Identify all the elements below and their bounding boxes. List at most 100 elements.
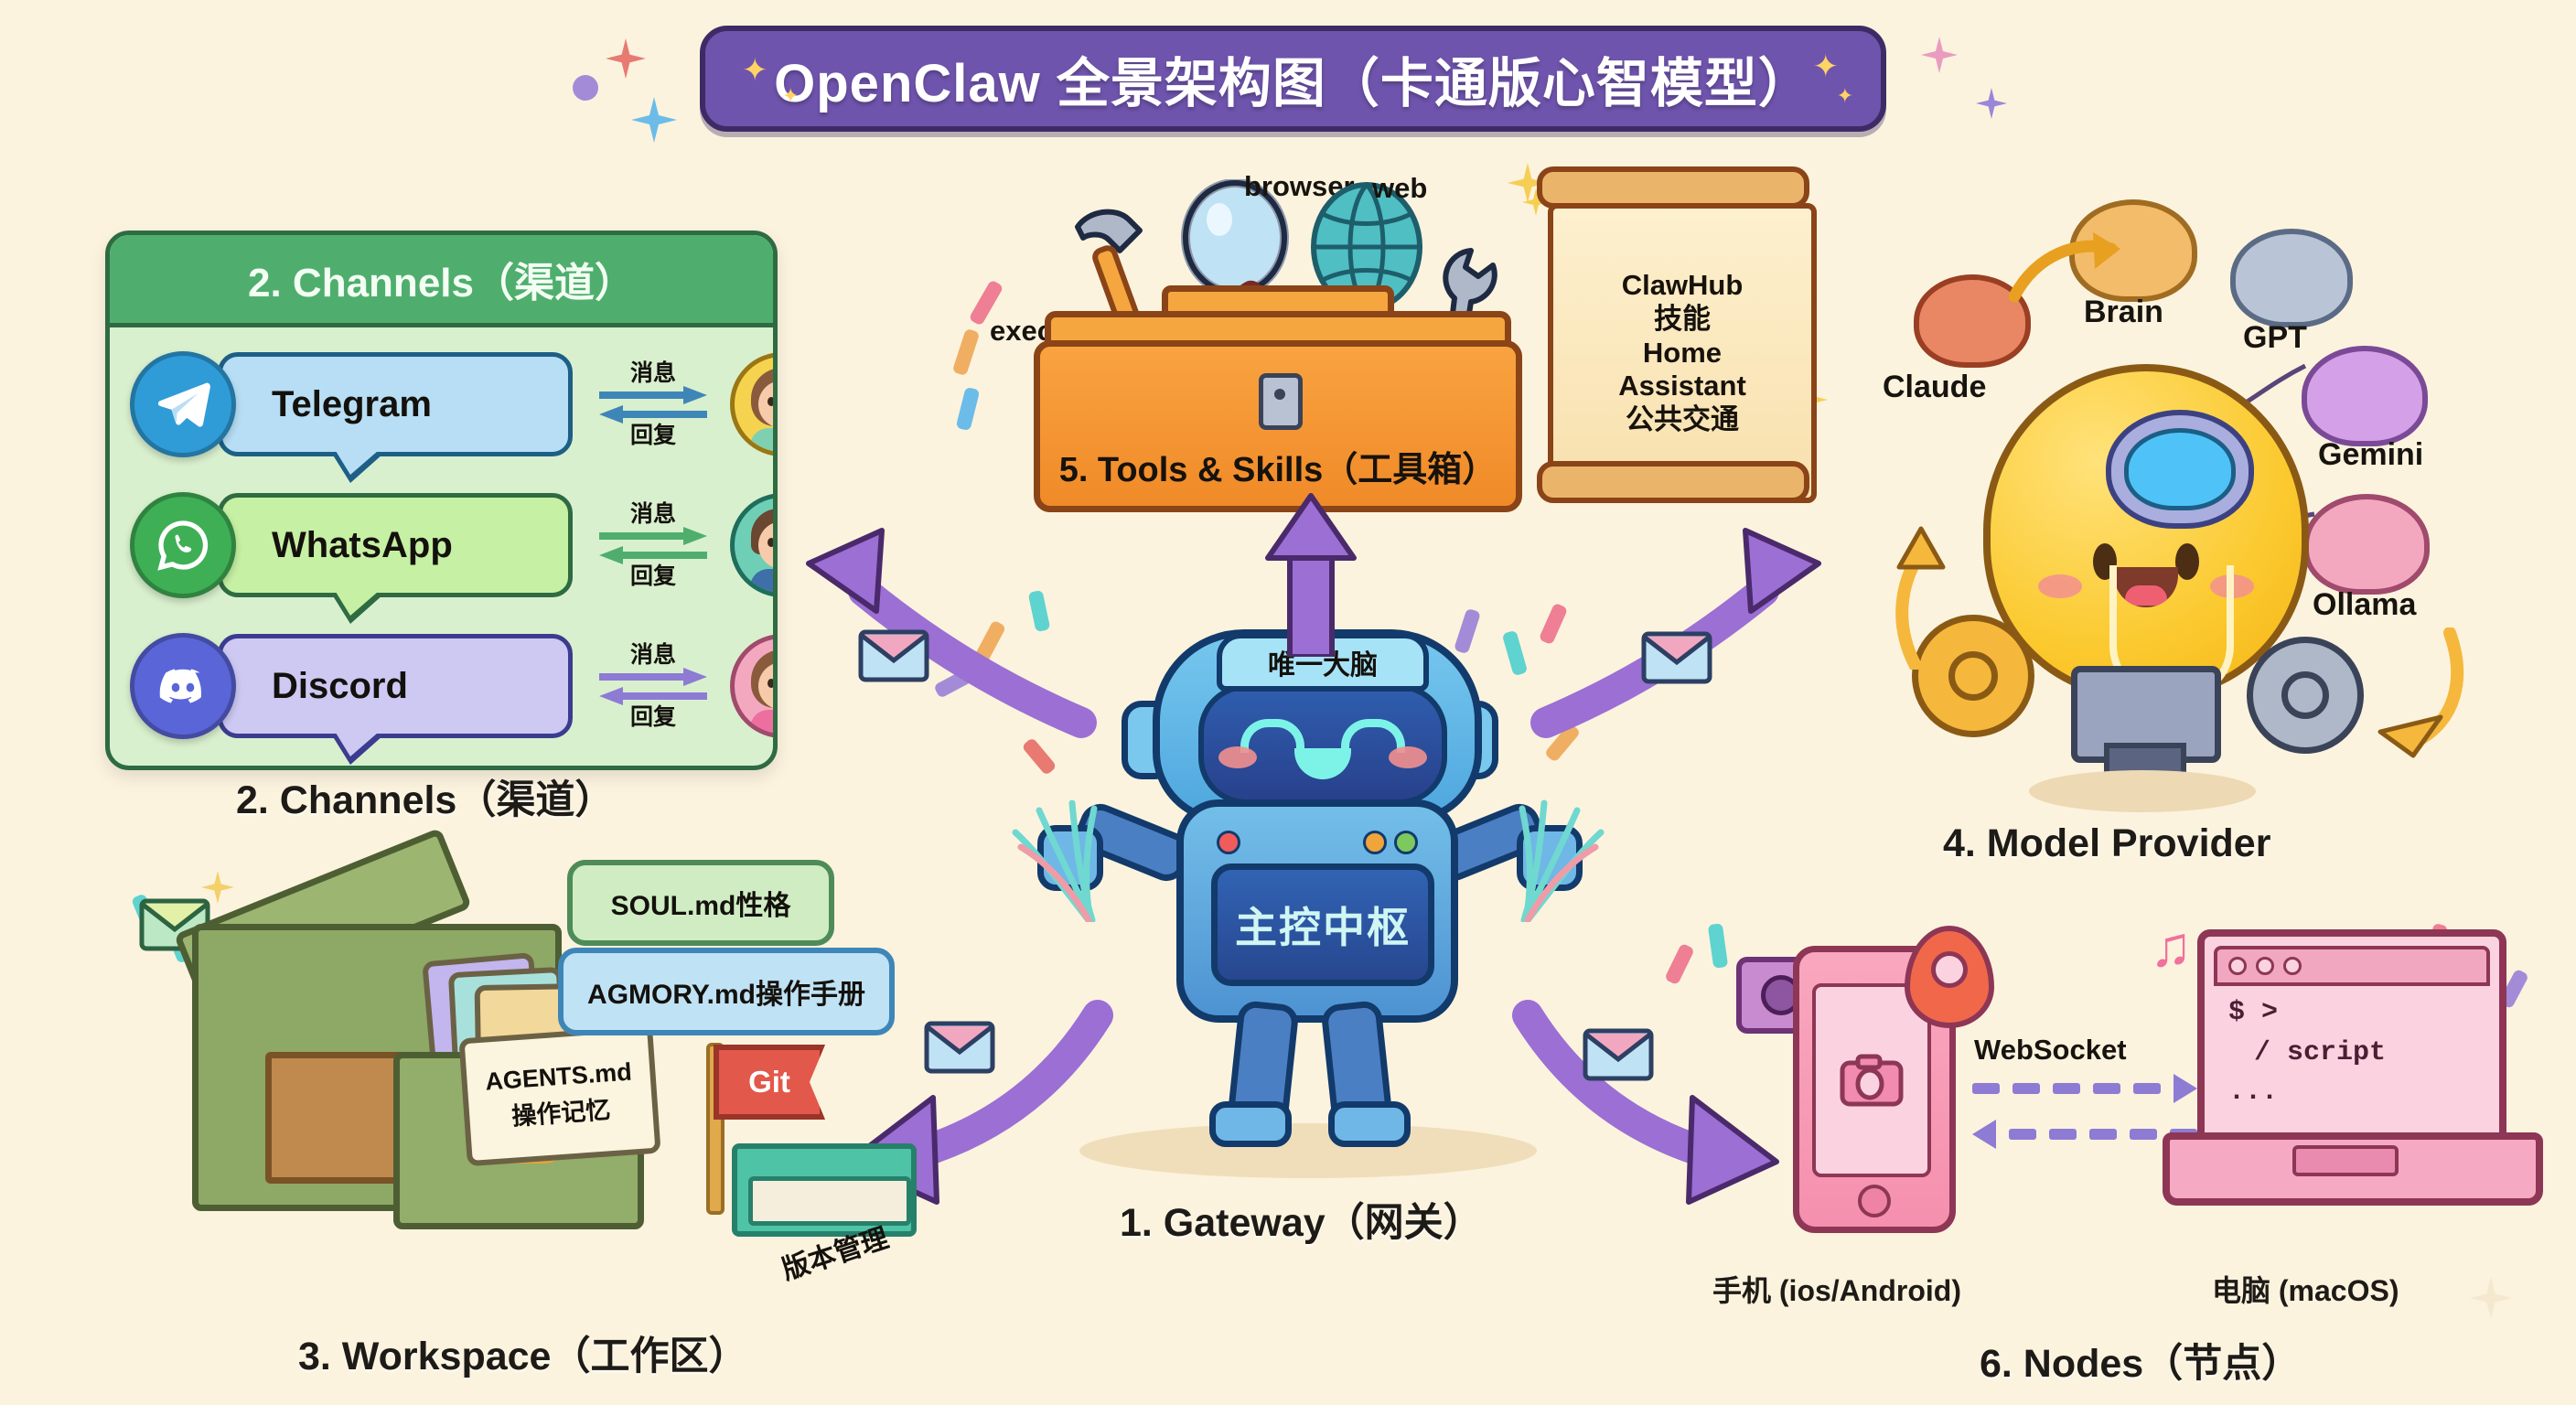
channel-name-telegram: Telegram	[272, 383, 432, 424]
channel-send-label-discord: 消息	[629, 642, 676, 669]
agmory-bubble-label: AGMORY.md操作手册	[587, 980, 865, 1010]
robot-led-green	[1394, 831, 1418, 854]
robot-foot-left	[1209, 1101, 1292, 1147]
music-note-icon: ♫	[2150, 916, 2193, 979]
star-decor-violet	[1976, 88, 2007, 119]
channel-arrows-whatsapp: 消息 回复	[595, 502, 712, 588]
star-decor-white-bottomright	[2470, 1277, 2512, 1319]
confetti-dash-13	[1664, 942, 1695, 986]
laptop-trackpad	[2292, 1145, 2399, 1176]
model-provider-caption: 4. Model Provider	[1943, 821, 2271, 865]
phone-label: 手机 (ios/Android)	[1712, 1274, 1961, 1307]
whatsapp-bubble: WhatsApp	[218, 493, 573, 624]
channel-row-telegram[interactable]: Telegram 消息 回复	[110, 340, 773, 483]
location-pin-icon	[1905, 926, 1994, 1028]
phone-home-button[interactable]	[1858, 1185, 1891, 1217]
robot-led-amber	[1363, 831, 1387, 854]
scroll-rod-bottom	[1537, 461, 1809, 503]
channels-header-label: 2. Channels（渠道）	[248, 261, 635, 306]
robot-cheek-left	[1218, 746, 1257, 768]
sparkle-icon-left: ✦	[742, 53, 768, 88]
envelope-icon-left-bottom	[924, 1021, 995, 1074]
robot-eye-right	[1341, 719, 1405, 753]
laptop-titlebar	[2214, 946, 2490, 986]
model-label-gemini: Gemini	[2318, 437, 2424, 472]
gear-icon-gray	[2247, 637, 2364, 754]
avatar-user-3	[730, 634, 773, 738]
brain-gpt	[2230, 229, 2353, 327]
toolbox: 5. Tools & Skills（工具箱）	[1034, 274, 1522, 512]
confetti-dash-12	[1707, 923, 1729, 969]
node-laptop-screen: $ > / script ...	[2197, 929, 2506, 1153]
lock-icon	[1259, 373, 1303, 430]
workspace-agents-card: AGENTS.md 操作记忆	[458, 1024, 661, 1167]
telegram-icon	[130, 351, 236, 457]
arrow-gateway-to-nodes	[1512, 1000, 1779, 1205]
envelope-icon-left-top	[858, 629, 929, 682]
page-title-banner: ✦ ✦ ✦ ✦ OpenClaw 全景架构图（卡通版心智模型）	[700, 26, 1886, 132]
channels-caption: 2. Channels（渠道）	[236, 778, 615, 822]
model-label-brain: Brain	[2084, 295, 2163, 329]
websocket-arrow-right	[1972, 1074, 2197, 1103]
envelope-icon-right-bottom	[1583, 1028, 1654, 1081]
clawhub-scroll: ClawHub 技能 Home Assistant 公共交通	[1537, 166, 1817, 503]
robot-head: 唯一大脑	[1153, 629, 1482, 823]
channel-row-whatsapp[interactable]: WhatsApp 消息 回复	[110, 481, 773, 624]
arrow-gateway-to-tools	[1265, 493, 1357, 657]
robot-foot-right	[1328, 1101, 1411, 1147]
telegram-bubble: Telegram	[218, 352, 573, 483]
discord-icon	[130, 633, 236, 739]
model-arrow-down-gold	[2377, 627, 2464, 758]
channel-row-discord[interactable]: Discord 消息 回复	[110, 622, 773, 765]
model-label-claude: Claude	[1883, 370, 1987, 404]
brain-gemini	[2302, 346, 2428, 446]
channels-panel: 2. Channels（渠道） Telegram 消息 回复	[105, 231, 778, 770]
channel-name-whatsapp: WhatsApp	[272, 524, 453, 565]
model-label-gpt: GPT	[2243, 320, 2307, 355]
confetti-dash-10	[951, 327, 981, 377]
channel-reply-label-telegram: 回复	[629, 422, 676, 448]
soul-bubble-label: SOUL.md性格	[610, 891, 791, 921]
computer-label: 电脑 (macOS)	[2212, 1274, 2399, 1307]
gear-icon-gold	[1912, 615, 2034, 737]
workspace-agmory-bubble: AGMORY.md操作手册	[558, 948, 895, 1035]
robot-body: 主控中枢	[1176, 799, 1458, 1023]
robot-chest-screen-label: 主控中枢	[1235, 904, 1411, 951]
scroll-line-1: ClawHub	[1621, 269, 1744, 302]
gateway-caption: 1. Gateway（网关）	[1120, 1201, 1483, 1245]
confetti-dot-purple	[573, 75, 598, 101]
model-arrow-up-gold	[1895, 526, 1946, 670]
avatar-user-2	[730, 493, 773, 597]
agents-card-line-2: 操作记忆	[510, 1096, 612, 1131]
channels-panel-header: 2. Channels（渠道）	[110, 235, 773, 327]
robot-spark-left	[1012, 799, 1098, 922]
channel-send-label-telegram: 消息	[629, 360, 676, 387]
git-flag: Git	[714, 1045, 825, 1120]
envelope-icon-right-top	[1641, 631, 1712, 684]
robot-smile	[1294, 748, 1351, 779]
star-decor-blue	[631, 97, 677, 143]
arrow-gateway-to-model	[1530, 528, 1821, 738]
whatsapp-icon	[130, 492, 236, 598]
scroll-line-5: 公共交通	[1626, 403, 1739, 436]
robot-led-red	[1217, 831, 1240, 854]
camera-icon	[1840, 1054, 1904, 1107]
terminal-line-2: / script	[2254, 1036, 2387, 1068]
agents-card-line-1: AGENTS.md	[484, 1057, 633, 1096]
discord-bubble: Discord	[218, 634, 573, 765]
avatar-user-1	[730, 352, 773, 456]
laptop-dot-2	[2256, 957, 2274, 975]
sparkle-icon-right: ✦	[1812, 49, 1840, 84]
websocket-label: WebSocket	[1974, 1034, 2127, 1066]
bulb-cheek-left	[2038, 574, 2082, 598]
robot-shadow	[1079, 1123, 1537, 1178]
robot-eye-left	[1240, 719, 1304, 753]
star-decor-pink	[1921, 37, 1958, 73]
model-label-ollama: Ollama	[2313, 587, 2417, 622]
brain-ollama	[2303, 494, 2430, 595]
star-decor-red	[606, 38, 646, 79]
laptop-dot-3	[2283, 957, 2302, 975]
sparkle-icon-left-small: ✦	[782, 84, 800, 107]
confetti-dash-11	[955, 386, 981, 432]
